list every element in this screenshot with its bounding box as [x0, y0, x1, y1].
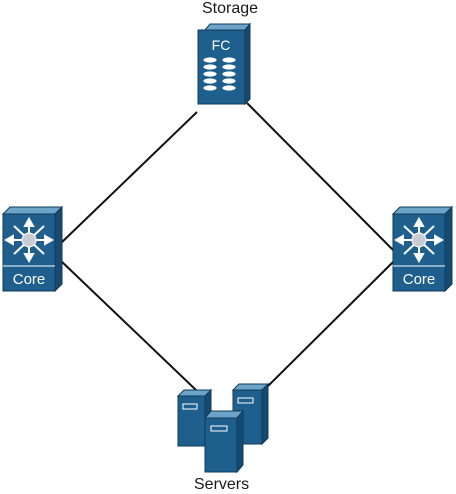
- disk-stack-icon: [202, 56, 237, 92]
- storage-device-label: FC: [212, 37, 231, 53]
- servers-label: Servers: [194, 476, 250, 493]
- storage-device: FC: [197, 22, 252, 106]
- core-switch-right: Core: [391, 205, 454, 293]
- server-icon: [203, 409, 245, 474]
- server-icon: [176, 388, 213, 448]
- core-right-label: Core: [403, 271, 436, 288]
- link-core-right-servers: [267, 261, 394, 387]
- link-storage-core-left: [59, 111, 198, 245]
- switch-arrows-icon: [3, 216, 55, 264]
- storage-label: Storage: [202, 0, 259, 17]
- switch-arrows-icon: [393, 216, 445, 264]
- link-storage-core-right: [246, 102, 394, 251]
- servers-group: [176, 382, 270, 474]
- link-core-left-servers: [59, 259, 197, 391]
- core-switch-left: Core: [1, 205, 64, 293]
- core-left-label: Core: [13, 271, 46, 288]
